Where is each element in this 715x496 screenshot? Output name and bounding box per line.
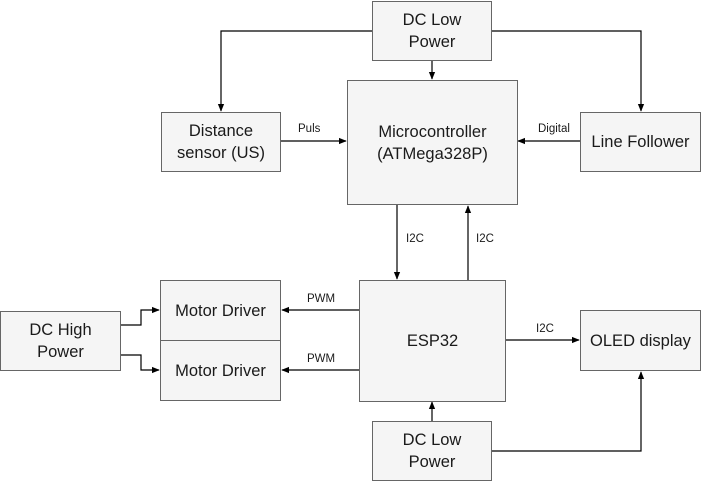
node-dc-low-power-bottom: DC Low Power [372,421,492,481]
edge-label-puls: Puls [297,123,322,136]
node-oled-display: OLED display [580,310,701,371]
edge-dclow-to-oled [492,371,645,452]
edge-label-pwm-2: PWM [306,353,337,366]
edge-label-i2c-up: I2C [475,233,495,246]
edge-dchigh-to-motor2 [121,354,160,374]
node-esp32: ESP32 [359,280,506,402]
node-motor-driver-1: Motor Driver [160,280,281,341]
node-distance-sensor: Distance sensor (US) [161,112,281,172]
node-dc-low-power-top: DC Low Power [372,1,492,61]
edge-label-pwm-1: PWM [306,293,337,306]
edge-label-digital: Digital [537,123,571,136]
edge-dclow-to-linefollower [492,30,645,112]
edge-label-i2c-down: I2C [405,233,425,246]
node-dc-high-power: DC High Power [0,311,121,371]
node-microcontroller: Microcontroller (ATMega328P) [347,80,518,205]
node-motor-driver-2: Motor Driver [160,340,281,401]
edge-dchigh-to-motor1 [121,306,160,326]
node-line-follower: Line Follower [580,112,701,172]
edge-label-i2c-oled: I2C [535,323,555,336]
edge-dclow-to-distance [217,30,372,112]
